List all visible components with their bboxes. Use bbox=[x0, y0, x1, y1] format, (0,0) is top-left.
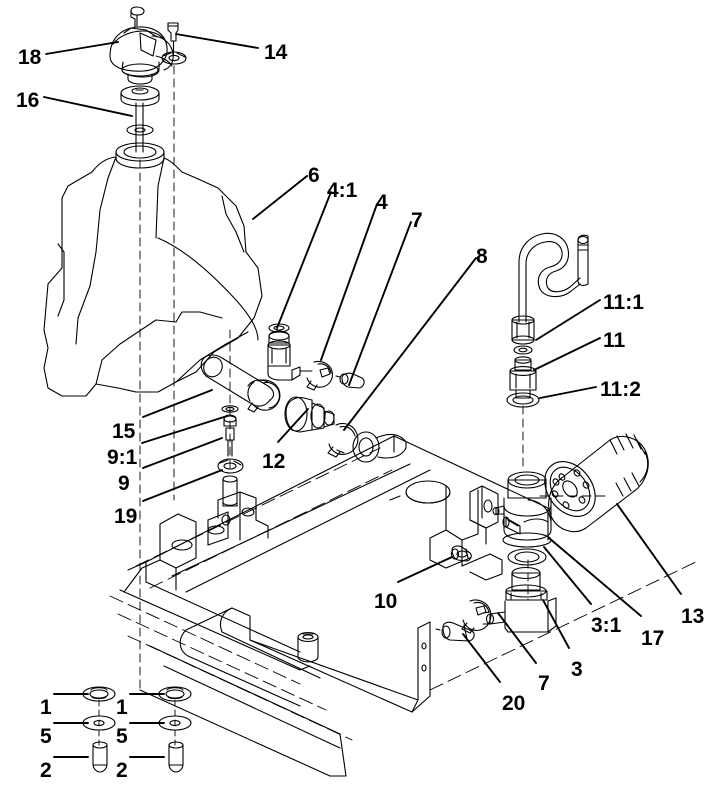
callout-label-3: 3 bbox=[571, 658, 583, 681]
callout-label-16: 16 bbox=[16, 89, 40, 112]
part-6-fuel-tank bbox=[43, 156, 263, 397]
callout-label-6: 6 bbox=[308, 164, 320, 187]
leader-line-11-1 bbox=[535, 299, 601, 341]
part-12-elbow bbox=[284, 396, 335, 433]
centerline-right bbox=[522, 405, 529, 601]
callout-label-1: 1 bbox=[40, 696, 52, 719]
callout-label-7: 7 bbox=[538, 672, 550, 695]
leader-line-9-1 bbox=[141, 416, 225, 444]
leader-line-16 bbox=[43, 96, 133, 117]
leader-line-4 bbox=[320, 203, 378, 361]
grommet-ring bbox=[352, 431, 407, 463]
leader-lines bbox=[43, 33, 682, 758]
hardware-stack-a bbox=[82, 686, 116, 773]
callout-label-9: 9 bbox=[118, 472, 130, 495]
part-4-valve-body bbox=[267, 330, 313, 381]
callout-label-13: 13 bbox=[681, 605, 705, 628]
part-15-fuel-hose bbox=[200, 354, 275, 407]
callout-label-7: 7 bbox=[411, 209, 423, 232]
part-9-fitting bbox=[223, 414, 237, 457]
leader-line-3 bbox=[542, 599, 570, 649]
leader-line-13 bbox=[616, 503, 682, 595]
callout-label-14: 14 bbox=[264, 41, 288, 64]
part-3-1-oring bbox=[507, 548, 547, 566]
part-18-fuel-cap bbox=[109, 6, 174, 85]
callout-label-15: 15 bbox=[112, 420, 136, 443]
leader-line-14 bbox=[175, 33, 259, 49]
callout-label-10: 10 bbox=[374, 590, 398, 613]
leader-line-6 bbox=[252, 175, 308, 220]
part-20-nipple bbox=[435, 621, 475, 642]
callout-label-20: 20 bbox=[502, 692, 526, 715]
leader-line-17 bbox=[548, 537, 642, 617]
callout-label-3-1: 3:1 bbox=[591, 614, 622, 637]
callout-label-11-2: 11:2 bbox=[600, 378, 641, 401]
part-17-filter-head bbox=[492, 471, 552, 548]
callout-label-12: 12 bbox=[262, 450, 286, 473]
part-11-1-washer bbox=[513, 345, 533, 355]
leader-line-12 bbox=[277, 408, 309, 443]
leader-line-10 bbox=[397, 556, 453, 583]
hose-clamp-left bbox=[247, 379, 281, 413]
leader-line-9 bbox=[142, 437, 223, 469]
callout-label-11: 11 bbox=[603, 329, 626, 352]
leader-line-11-2 bbox=[539, 386, 597, 399]
callout-label-17: 17 bbox=[641, 627, 665, 650]
callout-label-2: 2 bbox=[116, 759, 128, 782]
callout-label-18: 18 bbox=[18, 46, 42, 69]
leader-line-19 bbox=[142, 469, 223, 502]
centerline-left bbox=[139, 65, 231, 691]
hydraulic-hose-upper bbox=[518, 232, 589, 323]
hardware-stack-b bbox=[158, 686, 192, 773]
part-7-clamp-upper bbox=[306, 360, 333, 391]
callout-label-5: 5 bbox=[116, 725, 128, 748]
leader-line-4-1 bbox=[276, 191, 332, 329]
leader-line-7 bbox=[348, 221, 412, 386]
leader-line-7 bbox=[497, 612, 537, 664]
part-11-2-oring bbox=[506, 392, 540, 408]
callout-label-8: 8 bbox=[476, 245, 488, 268]
barb-fitting-small bbox=[335, 372, 365, 389]
construction-dashes bbox=[109, 447, 701, 741]
callout-label-19: 19 bbox=[114, 505, 138, 528]
chassis-frame bbox=[119, 435, 549, 777]
callout-label-4: 4 bbox=[376, 191, 388, 214]
hose-end-nut bbox=[511, 315, 535, 345]
leader-line-18 bbox=[45, 41, 119, 55]
leader-line-3-1 bbox=[543, 546, 592, 605]
leader-line-15 bbox=[142, 389, 213, 418]
part-14-screw bbox=[161, 22, 187, 65]
callout-label-11-1: 11:1 bbox=[603, 291, 644, 314]
leader-line-8 bbox=[343, 257, 477, 431]
part-13-oil-filter bbox=[544, 433, 649, 533]
callout-label-1: 1 bbox=[116, 696, 128, 719]
callout-label-2: 2 bbox=[40, 759, 52, 782]
part-11-adapter bbox=[509, 356, 537, 399]
part-19-bolt bbox=[222, 475, 238, 507]
leader-line-11 bbox=[533, 337, 601, 371]
part-16-fuel-sender bbox=[120, 85, 160, 153]
callout-label-9-1: 9:1 bbox=[107, 446, 138, 469]
callout-label-5: 5 bbox=[40, 725, 52, 748]
leader-line-20 bbox=[462, 633, 501, 683]
callout-label-4-1: 4:1 bbox=[327, 179, 358, 202]
